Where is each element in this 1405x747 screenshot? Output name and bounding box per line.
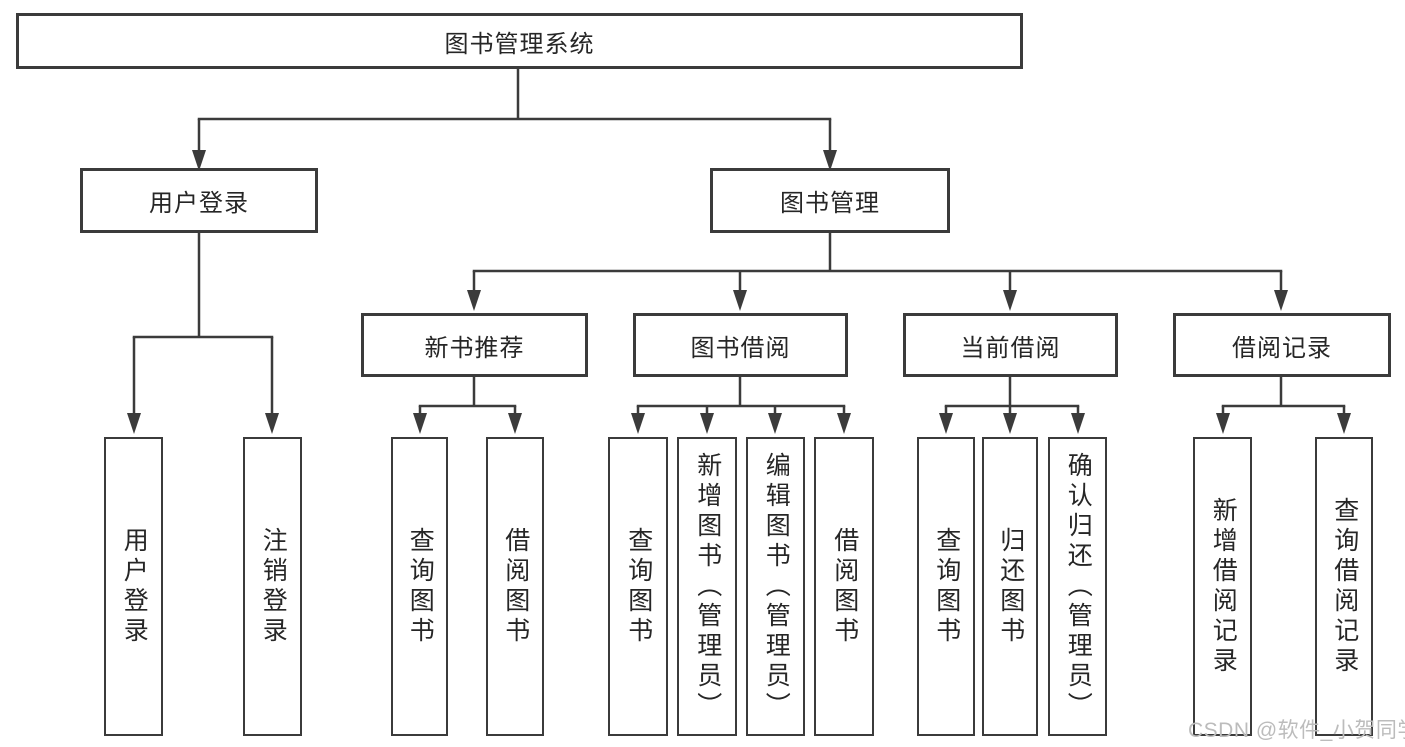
- arrow-down-icon: [939, 413, 953, 434]
- leaf-confirm-return-admin: 确认归还（管理员）: [1048, 437, 1107, 736]
- leaf-query-books-3: 查询图书: [917, 437, 975, 736]
- node-label: 当前借阅: [960, 334, 1061, 362]
- node-label: 查询借阅记录: [1330, 496, 1359, 677]
- node-label: 注销登录: [259, 526, 288, 647]
- arrow-down-icon: [631, 413, 645, 434]
- node-label: 归还图书: [996, 526, 1025, 647]
- node-label: 编辑图书（管理员）: [762, 451, 791, 722]
- leaf-query-borrow-record: 查询借阅记录: [1315, 437, 1373, 736]
- node-label: 新书推荐: [424, 334, 525, 362]
- arrow-down-icon: [1003, 290, 1017, 311]
- node-label: 新增图书（管理员）: [693, 451, 722, 722]
- node-book-borrowing: 图书借阅: [633, 313, 848, 377]
- arrow-down-icon: [127, 413, 141, 434]
- arrow-down-icon: [413, 413, 427, 434]
- node-label: 用户登录: [149, 190, 249, 217]
- arrow-down-icon: [1071, 413, 1085, 434]
- arrow-down-icon: [1274, 290, 1288, 311]
- node-borrow-records: 借阅记录: [1173, 313, 1391, 377]
- leaf-query-books-1: 查询图书: [391, 437, 448, 736]
- node-library-management-system: 图书管理系统: [16, 13, 1023, 69]
- leaf-borrow-books-2: 借阅图书: [814, 437, 874, 736]
- arrow-down-icon: [768, 413, 782, 434]
- arrow-down-icon: [1337, 413, 1351, 434]
- leaf-add-borrow-record: 新增借阅记录: [1193, 437, 1252, 736]
- arrow-down-icon: [508, 413, 522, 434]
- node-book-management: 图书管理: [710, 168, 950, 233]
- arrow-down-icon: [733, 290, 747, 311]
- leaf-query-books-2: 查询图书: [608, 437, 668, 736]
- arrow-down-icon: [837, 413, 851, 434]
- leaf-borrow-books-1: 借阅图书: [486, 437, 544, 736]
- node-label: 查询图书: [624, 526, 653, 647]
- leaf-logout: 注销登录: [243, 437, 302, 736]
- arrow-down-icon: [1003, 413, 1017, 434]
- node-label: 借阅记录: [1232, 334, 1332, 362]
- node-label: 图书管理系统: [444, 30, 595, 58]
- arrow-down-icon: [467, 290, 481, 311]
- leaf-return-books: 归还图书: [982, 437, 1038, 736]
- arrow-down-icon: [265, 413, 279, 434]
- node-current-borrowing: 当前借阅: [903, 313, 1118, 377]
- node-label: 借阅图书: [501, 526, 530, 647]
- node-label: 图书借阅: [690, 334, 791, 362]
- arrow-down-icon: [700, 413, 714, 434]
- node-label: 新增借阅记录: [1209, 496, 1238, 677]
- node-new-book-recommend: 新书推荐: [361, 313, 588, 377]
- csdn-watermark: CSDN @软件_小贺同学: [1188, 719, 1405, 742]
- leaf-user-login: 用户登录: [104, 437, 163, 736]
- node-label: 图书管理: [780, 190, 880, 217]
- leaf-add-books-admin: 新增图书（管理员）: [677, 437, 737, 736]
- node-label: 确认归还（管理员）: [1064, 451, 1093, 722]
- node-label: 用户登录: [120, 526, 149, 647]
- node-user-login: 用户登录: [80, 168, 318, 233]
- leaf-edit-books-admin: 编辑图书（管理员）: [746, 437, 805, 736]
- arrow-down-icon: [1216, 413, 1230, 434]
- node-label: 查询图书: [932, 526, 961, 647]
- node-label: 借阅图书: [830, 526, 859, 647]
- node-label: 查询图书: [406, 526, 435, 647]
